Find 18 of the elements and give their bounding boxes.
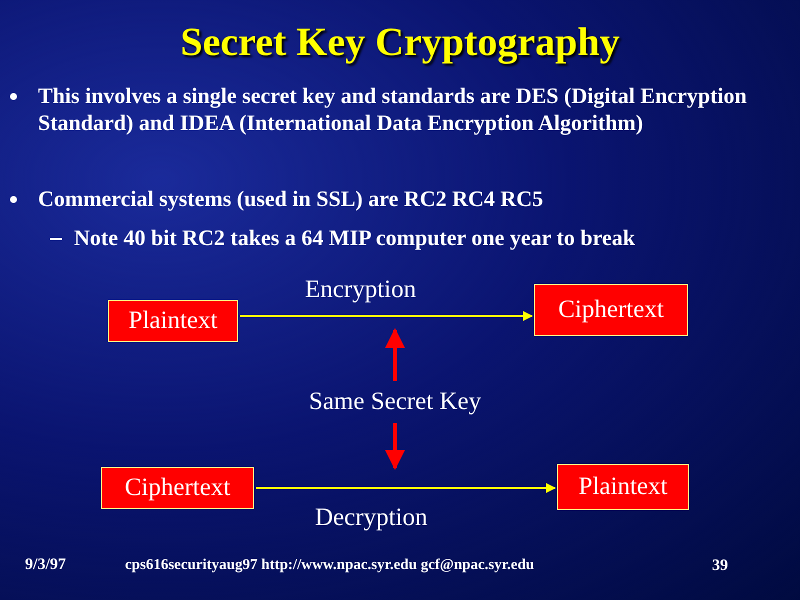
page-number: 39 <box>712 557 728 575</box>
node-box: Ciphertext <box>534 284 688 336</box>
bullet-text: Note 40 bit RC2 takes a 64 MIP computer one year to break <box>74 224 636 251</box>
arrow <box>385 328 405 381</box>
arrow <box>256 483 556 493</box>
arrow <box>240 311 533 321</box>
node-text: Same Secret Key <box>280 385 510 419</box>
bullet-text: Commercial systems (used in SSL) are RC2 RC4 RC5 <box>38 185 544 212</box>
footer-date: 9/3/97 <box>25 556 66 574</box>
node-box: Plaintext <box>557 464 689 510</box>
arrow <box>385 423 405 470</box>
edge-label: Decryption <box>315 504 428 532</box>
node-box: Ciphertext <box>101 467 254 509</box>
node-box: Plaintext <box>108 300 238 342</box>
bullet-text: This involves a single secret key and standards are DES (Digital Encryption Standard) and IDEA (International Data Encryption Algorithm) <box>38 82 748 136</box>
edge-label: Encryption <box>305 276 416 304</box>
slide-title: Secret Key Cryptography <box>179 18 621 65</box>
footer-text: cps616securityaug97 http://www.npac.syr.edu gcf@npac.syr.edu <box>125 557 534 574</box>
